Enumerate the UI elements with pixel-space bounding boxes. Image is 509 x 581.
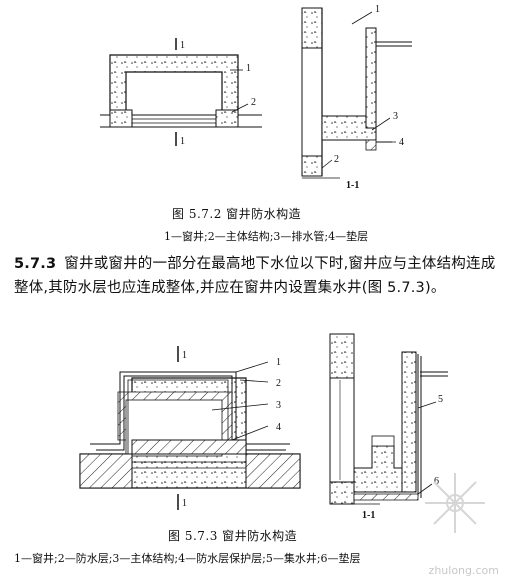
section1-label-4: 4 [399,137,404,148]
section1-label-1: 1 [375,4,380,15]
figure-5-7-2-legend: 1—窗井;2—主体结构;3—排水管;4—垫层 [164,230,369,243]
figure-5-7-3-legend: 1—窗井;2—防水层;3—主体结构;4—防水层保护层;5—集水井;6—垫层 [14,552,361,565]
section2-label-5: 5 [438,394,443,405]
plan-view-2 [79,346,301,510]
section-view-1 [301,7,412,179]
watermark-logo [425,473,485,533]
plan1-label-1: 1 [246,63,251,74]
section1-label-2: 2 [334,154,339,165]
figure-5-7-2-caption: 图 5.7.2 窗井防水构造 [172,207,302,221]
plan-view-1 [100,38,262,146]
plan2-label-4: 4 [276,422,281,433]
section2-title: 1-1 [362,510,375,521]
plan2-label-1: 1 [276,357,281,368]
plan2-section-mark-bottom: 1 [182,498,187,509]
plan1-section-mark-bottom: 1 [180,136,185,147]
section-number: 5.7.3 [14,256,57,272]
section1-title: 1-1 [346,180,359,191]
plan2-label-3: 3 [276,400,281,411]
section-body: 窗井或窗井的一部分在最高地下水位以下时,窗井应与主体结构连成整体,其防水层也应连… [14,256,496,296]
plan1-section-mark-top: 1 [180,40,185,51]
section1-label-3: 3 [393,111,398,122]
section-view-2 [329,333,448,505]
plan2-label-2: 2 [276,378,281,389]
watermark-text: zhulong.com [428,564,499,577]
section2-label-6: 6 [434,476,439,487]
plan2-section-mark-top: 1 [182,350,187,361]
figure-5-7-3-caption: 图 5.7.3 窗井防水构造 [168,529,298,543]
plan1-label-2: 2 [251,97,256,108]
